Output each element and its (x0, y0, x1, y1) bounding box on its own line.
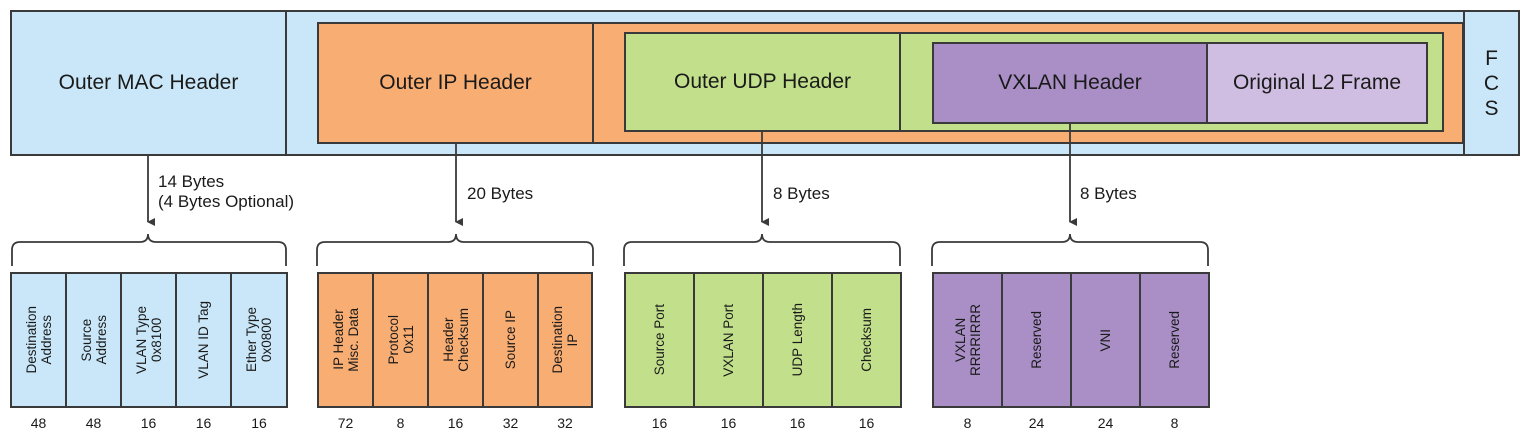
field-vlan-type: VLAN Type 0x8100 (120, 272, 177, 408)
field-reserved: Reserved (1139, 272, 1210, 408)
field-label: Reserved (1167, 311, 1182, 369)
field-protocol: Protocol 0x11 (372, 272, 429, 408)
udp-brace (623, 233, 901, 266)
field-label: Reserved (1029, 311, 1044, 369)
field-label: IP Header Misc. Data (330, 308, 361, 372)
field-label: Protocol 0x11 (385, 315, 416, 365)
udp-size-label: 8 Bytes (773, 184, 830, 203)
bits-value: 32 (502, 415, 519, 431)
field-udp-length: UDP Length (762, 272, 833, 408)
field-label: Header Checksum (440, 308, 471, 372)
field-label: Checksum (859, 308, 874, 372)
fcs-letter: F (1485, 46, 1498, 70)
field-label: Destination Address (23, 306, 54, 374)
bits-value: 32 (557, 415, 573, 431)
fcs: F C S (1465, 12, 1518, 154)
vxlan-fields: VXLAN RRRRIRRR Reserved VNI Reserved (932, 272, 1210, 408)
field-header-checksum: Header Checksum (427, 272, 484, 408)
outer-mac-header: Outer MAC Header (58, 71, 239, 94)
bits-value: 24 (1097, 415, 1114, 431)
vxlan-brace (931, 233, 1209, 266)
bits-value: 48 (30, 415, 47, 431)
field-ether-type: Ether Type 0x0800 (230, 272, 288, 408)
fcs-letter: C (1483, 71, 1500, 95)
field-source-port: Source Port (624, 272, 695, 408)
field-label: Destination IP (550, 306, 580, 374)
original-l2-frame: Original L2 Frame (1206, 44, 1426, 122)
bits-value: 16 (789, 415, 806, 431)
outer-ip-header: Outer IP Header (379, 71, 532, 94)
field-source-address: Source Address (65, 272, 122, 408)
bits-value: 8 (1170, 415, 1179, 431)
field-vxlan-port: VXLAN Port (693, 272, 764, 408)
mac-brace (11, 233, 287, 266)
field-label: Source Address (78, 315, 109, 365)
mac-fields: Destination Address Source Address VLAN … (10, 272, 288, 408)
fcs-letter: S (1484, 96, 1499, 120)
field-checksum: Checksum (831, 272, 902, 408)
field-destination-ip: Destination IP (537, 272, 593, 408)
field-vni: VNI (1070, 272, 1141, 408)
field-reserved: Reserved (1001, 272, 1072, 408)
ip-brace (316, 233, 594, 266)
outer-udp-header: Outer UDP Header (673, 70, 852, 93)
bits-value: 24 (1028, 415, 1045, 431)
field-label: VXLAN Port (721, 303, 736, 377)
field-label: Source Port (652, 304, 667, 376)
vxlan-header: VXLAN Header (998, 71, 1142, 94)
field-label: VNI (1098, 328, 1113, 352)
vxlan-size-label: 8 Bytes (1080, 184, 1137, 203)
field-vxlan-flags: VXLAN RRRRIRRR (932, 272, 1003, 408)
field-label: VLAN ID Tag (196, 301, 211, 379)
bits-value: 16 (140, 415, 157, 431)
outer-mac-divider (285, 10, 287, 156)
bits-value: 16 (720, 415, 737, 431)
field-ip-header-misc: IP Header Misc. Data (317, 272, 374, 408)
fcs-divider (1463, 10, 1465, 156)
bits-value: 72 (337, 415, 354, 431)
field-destination-address: Destination Address (10, 272, 67, 408)
bits-value: 8 (963, 415, 972, 431)
outer-ip-divider (592, 22, 594, 144)
field-label: Ether Type 0x0800 (244, 307, 274, 373)
mac-size-label: 14 Bytes (4 Bytes Optional) (158, 172, 295, 211)
field-label: UDP Length (790, 303, 805, 377)
bits-value: 16 (651, 415, 668, 431)
field-source-ip: Source IP (482, 272, 539, 408)
field-label: Source IP (503, 310, 518, 370)
bits-value: 16 (447, 415, 464, 431)
outer-udp-divider (899, 32, 901, 132)
bits-value: 16 (858, 415, 875, 431)
bits-value: 16 (251, 415, 267, 431)
udp-fields: Source Port VXLAN Port UDP Length Checks… (624, 272, 902, 408)
field-label: VLAN Type 0x8100 (133, 305, 164, 375)
ip-size-label: 20 Bytes (467, 184, 534, 203)
field-label: VXLAN RRRRIRRR (952, 304, 983, 376)
bits-value: 16 (195, 415, 212, 431)
field-vlan-id-tag: VLAN ID Tag (175, 272, 232, 408)
ip-fields: IP Header Misc. Data Protocol 0x11 Heade… (317, 272, 593, 408)
bits-value: 8 (396, 415, 405, 431)
bits-value: 48 (85, 415, 102, 431)
